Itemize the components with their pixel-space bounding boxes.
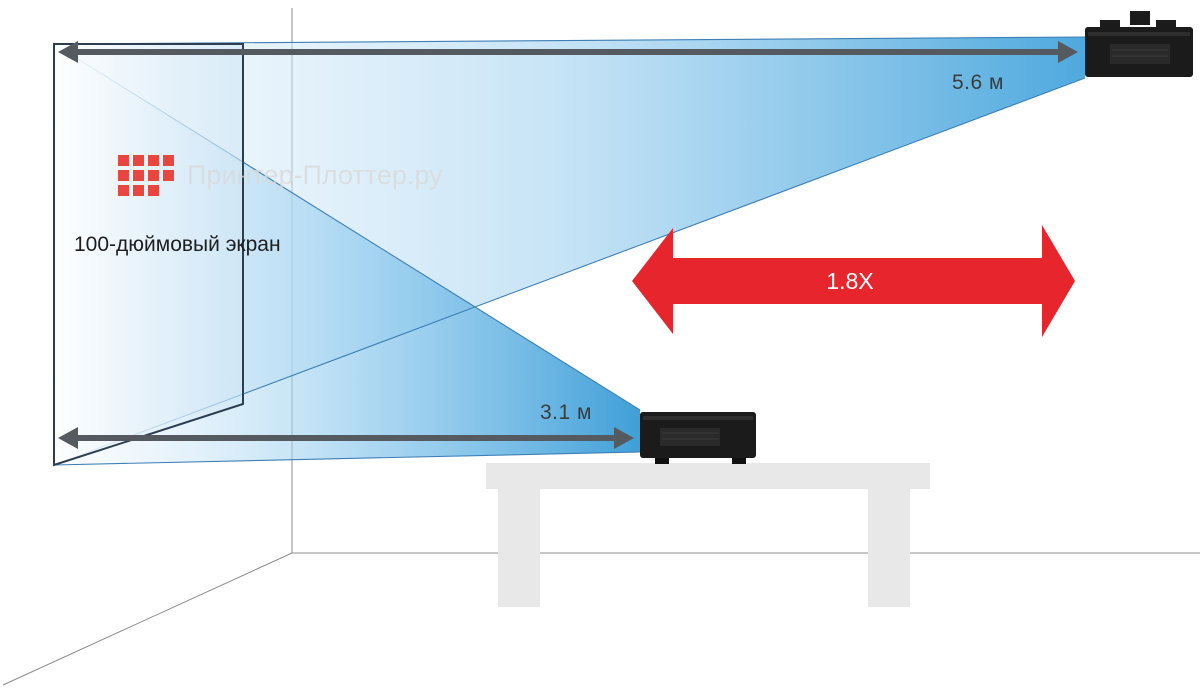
table	[486, 463, 930, 607]
far-distance-label: 5.6 м	[952, 71, 1004, 94]
watermark-text: Принтер-Плоттер.ру	[187, 160, 443, 190]
projection-screen	[53, 43, 244, 467]
screen-size-label: 100-дюймовый экран	[74, 233, 281, 256]
watermark-logo	[118, 155, 174, 196]
zoom-ratio-label: 1.8X	[826, 268, 874, 294]
near-distance-arrow	[58, 427, 634, 449]
near-distance-label: 3.1 м	[540, 401, 592, 424]
zoom-ratio-arrow	[632, 225, 1075, 337]
far-distance-arrow	[58, 41, 1078, 63]
near-projector	[640, 412, 756, 464]
far-projector	[1085, 11, 1193, 77]
